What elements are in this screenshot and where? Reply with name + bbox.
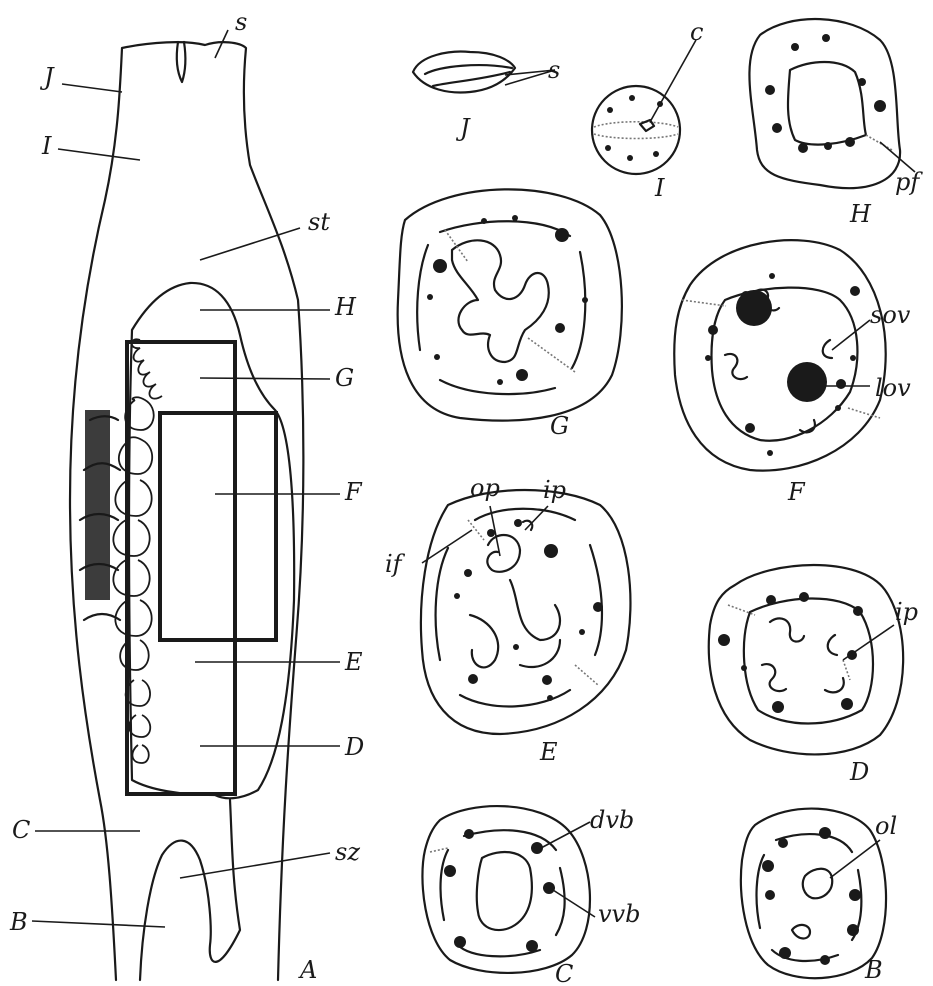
panel-label-c: C: [555, 960, 573, 986]
label-sov: sov: [870, 301, 911, 329]
label-ip: ip: [543, 476, 566, 504]
panel-e-section: op ip if E: [385, 474, 630, 766]
label-dvb: dvb: [590, 806, 634, 834]
label-d-overview: D: [344, 733, 364, 761]
label-pf: pf: [895, 168, 923, 196]
section-box-inner: [160, 413, 276, 640]
panel-label-e: E: [539, 738, 558, 766]
label-if: if: [385, 550, 406, 578]
label-g-overview: G: [335, 364, 354, 392]
label-s-overview: s: [235, 8, 247, 36]
panel-a-labels: J I s st H G F E D C sz B A: [9, 8, 364, 984]
label-ip-d: ip: [895, 598, 918, 626]
ovule-column: [80, 339, 162, 763]
panel-d-section: ip D: [709, 565, 918, 786]
label-f-overview: F: [344, 478, 363, 506]
sterile-zone-notch: [140, 800, 240, 980]
panel-label-i: I: [654, 174, 665, 202]
label-j-overview: J: [39, 63, 55, 91]
panel-f-section: sov lov F: [674, 240, 911, 506]
label-sz: sz: [335, 838, 360, 866]
stigma-cleft: [177, 42, 186, 82]
label-ol: ol: [875, 812, 897, 840]
section-box-outer: [127, 342, 235, 794]
label-b-overview: B: [9, 908, 28, 936]
label-i-overview: I: [41, 132, 52, 160]
panel-a-overview: [70, 42, 303, 980]
panel-j-stigma: s J: [413, 52, 560, 142]
panel-label-g: G: [550, 412, 569, 440]
label-lov: lov: [875, 374, 911, 402]
label-op: op: [470, 474, 500, 502]
label-st: st: [308, 208, 330, 236]
label-e-overview: E: [344, 648, 363, 676]
panel-b-section: ol B: [741, 809, 897, 984]
panel-c-section: dvb vvb C: [422, 806, 640, 986]
ovary-locule-outline: [129, 283, 294, 798]
panel-label-j: J: [455, 114, 471, 142]
label-c-overview: C: [12, 816, 30, 844]
label-c: c: [690, 18, 703, 46]
panel-i-section: c I: [592, 18, 703, 202]
panel-label-b: B: [864, 956, 883, 984]
panel-label-a: A: [298, 956, 317, 984]
label-h-overview: H: [334, 293, 357, 321]
panel-g-section: G: [398, 189, 622, 440]
panel-label-f: F: [787, 478, 806, 506]
panel-label-d: D: [849, 758, 869, 786]
label-s-j: s: [548, 56, 560, 84]
panel-label-h: H: [849, 200, 872, 228]
label-vvb: vvb: [598, 900, 640, 928]
panel-h-section: pf H: [749, 19, 923, 228]
